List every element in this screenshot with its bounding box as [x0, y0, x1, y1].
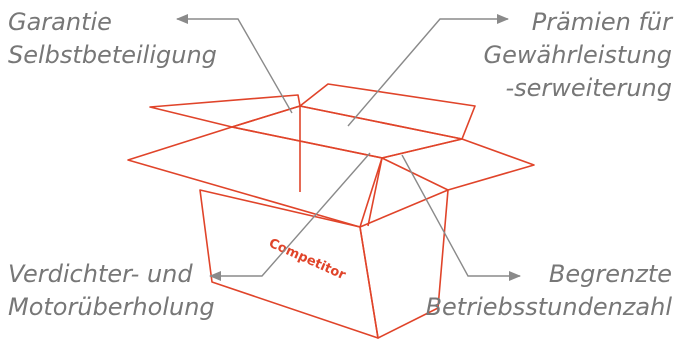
- label-text: Betriebsstundenzahl: [425, 293, 672, 321]
- label-top-left: Garantie Selbstbeteiligung: [8, 6, 217, 72]
- label-text: Begrenzte: [548, 260, 672, 288]
- back-left-flap: [149, 94, 301, 128]
- arrow-bottom-right: [401, 154, 521, 281]
- box-front-face: [199, 189, 379, 339]
- arrow-top-left: [176, 14, 293, 114]
- label-text: Gewährleistung: [483, 41, 672, 69]
- box-right-face: [359, 189, 449, 339]
- front-left-flap: [127, 126, 383, 228]
- front-right-flap: [381, 138, 535, 191]
- label-text: Garantie: [8, 8, 112, 36]
- arrows: [176, 14, 521, 281]
- label-top-right: Prämien für Gewährleistung -serweiterung: [484, 6, 672, 105]
- label-bottom-right: Begrenzte Betriebsstundenzahl: [426, 258, 672, 324]
- arrow-bottom-left: [209, 152, 371, 281]
- label-text: Verdichter- und: [8, 260, 193, 288]
- box-brand-text: Competitor: [266, 236, 348, 283]
- label-bottom-left: Verdichter- und Motorüberholung: [8, 258, 215, 324]
- arrow-top-right: [347, 14, 509, 127]
- label-text: Selbstbeteiligung: [8, 41, 217, 69]
- back-right-flap: [299, 83, 476, 140]
- label-text: -serweiterung: [505, 74, 672, 102]
- label-text: Prämien für: [531, 8, 672, 36]
- label-text: Motorüberholung: [8, 293, 215, 321]
- cardboard-box: [127, 83, 535, 339]
